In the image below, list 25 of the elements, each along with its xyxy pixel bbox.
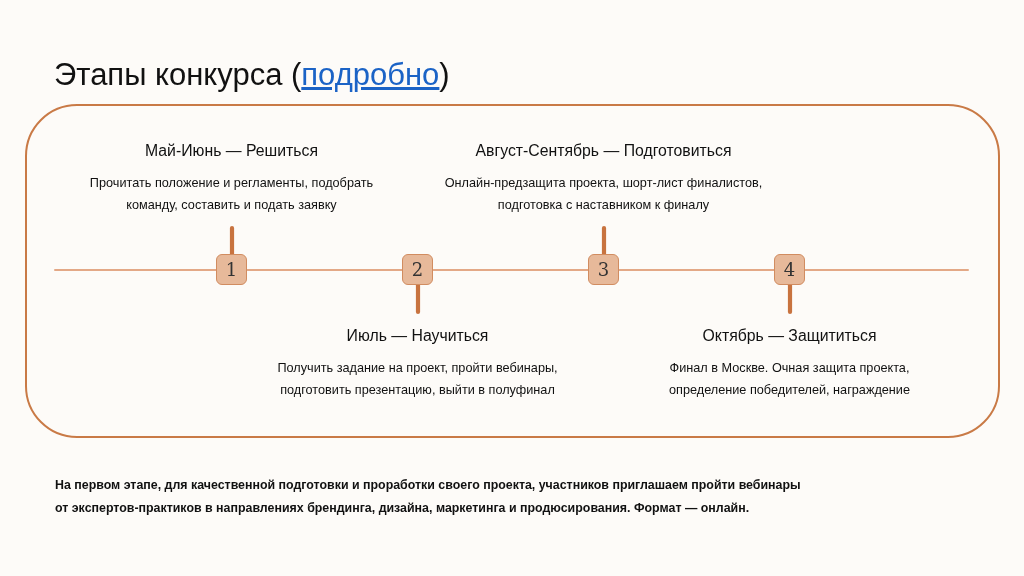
connector-line <box>229 225 235 257</box>
stage-heading: Октябрь — Защититься <box>701 325 878 346</box>
connector-line <box>787 283 793 315</box>
connector-line <box>415 283 421 315</box>
timeline-line <box>246 269 404 271</box>
timeline-line <box>432 269 590 271</box>
stage-description: Прочитать положение и регламенты, подобрать команду, составить и подать заявку <box>88 174 375 214</box>
stage-description: Получить задание на проект, пройти вебинары, подготовить презентацию, выйти в полуфинал <box>276 359 559 399</box>
timeline-line <box>804 269 969 271</box>
step-marker: 3 <box>588 254 619 285</box>
stage-heading: Июль — Научиться <box>345 325 490 346</box>
stage-description: Финал в Москве. Очная защита проекта, определение победителей, награждение <box>667 359 912 399</box>
connector-line <box>601 225 607 257</box>
stage-description: Онлайн-предзащита проекта, шорт-лист финалистов, подготовка с наставником к финалу <box>443 174 764 214</box>
step-marker: 2 <box>402 254 433 285</box>
details-link: подробно <box>301 57 440 92</box>
stage-heading: Август-Сентябрь — Подготовиться <box>474 140 733 161</box>
timeline-line <box>54 269 218 271</box>
timeline-panel <box>25 104 1000 438</box>
step-marker: 1 <box>216 254 247 285</box>
step-marker: 4 <box>774 254 805 285</box>
footnote-text: На первом этапе, для качественной подготовки и проработки своего проекта, участников приглашаем пройти вебинары от экспертов-практиков в направлениях брендинга, дизайна, маркетинга и продюсирования. Формат — онлайн. <box>55 477 802 517</box>
timeline-line <box>618 269 776 271</box>
slide-title: Этапы конкурса (подробно) <box>54 56 450 94</box>
stage-heading: Май-Июнь — Решиться <box>144 140 319 161</box>
